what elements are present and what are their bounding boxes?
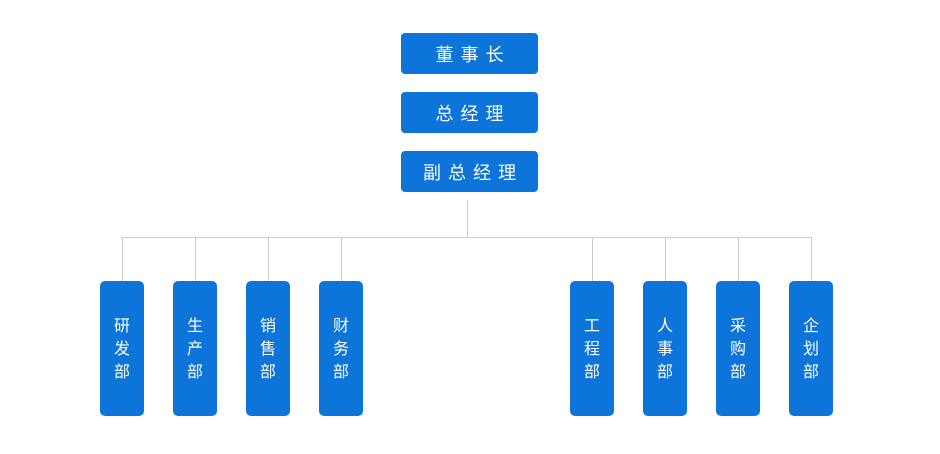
node-label: 人事部: [657, 316, 674, 381]
node-deputy-general-manager: 副总经理: [401, 151, 538, 192]
node-engineering-department: 工程部: [570, 281, 614, 416]
node-label: 生产部: [187, 316, 204, 381]
node-procurement-department: 采购部: [716, 281, 760, 416]
node-label: 企划部: [803, 316, 820, 381]
node-label: 采购部: [730, 316, 747, 381]
connector-drop: [811, 237, 812, 281]
node-rd-department: 研发部: [100, 281, 144, 416]
connector-trunk: [467, 200, 468, 238]
node-production-department: 生产部: [173, 281, 217, 416]
node-label: 总经理: [435, 103, 511, 125]
connector-drop: [122, 237, 123, 281]
node-label: 副总经理: [423, 162, 523, 184]
connector-drop: [738, 237, 739, 281]
connector-drop: [268, 237, 269, 281]
connector-drop: [195, 237, 196, 281]
connector-horizontal: [122, 237, 812, 238]
node-label: 销售部: [260, 316, 277, 381]
node-label: 董事长: [435, 44, 511, 66]
connector-drop: [592, 237, 593, 281]
connector-drop: [665, 237, 666, 281]
node-hr-department: 人事部: [643, 281, 687, 416]
node-label: 工程部: [584, 316, 601, 381]
node-chairman: 董事长: [401, 33, 538, 74]
connector-drop: [341, 237, 342, 281]
node-planning-department: 企划部: [789, 281, 833, 416]
node-general-manager: 总经理: [401, 92, 538, 133]
node-finance-department: 财务部: [319, 281, 363, 416]
node-label: 研发部: [114, 316, 131, 381]
node-sales-department: 销售部: [246, 281, 290, 416]
node-label: 财务部: [333, 316, 350, 381]
